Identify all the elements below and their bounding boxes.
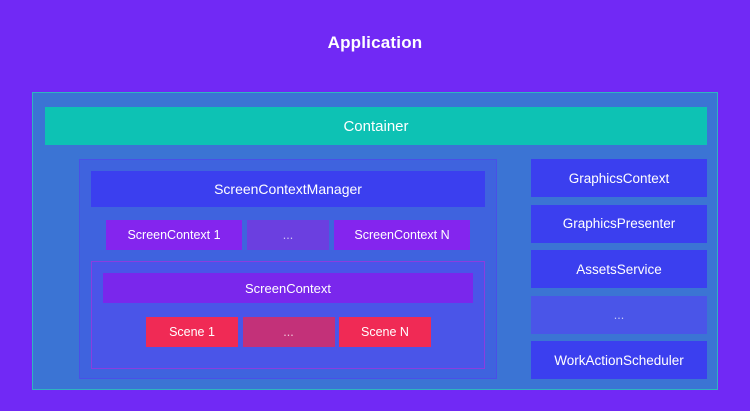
screen-context-manager-block: ScreenContextManager (91, 171, 485, 207)
screen-context-panel: ScreenContext Scene 1 ... Scene N (91, 261, 485, 369)
page-title: Application (327, 33, 423, 52)
scene-item-label: Scene 1 (169, 325, 215, 339)
screen-context-block: ScreenContext (103, 273, 473, 303)
scene-list: Scene 1 ... Scene N (146, 317, 431, 347)
service-graphics-context: GraphicsContext (531, 159, 707, 197)
screen-context-list: ScreenContext 1 ... ScreenContext N (106, 220, 470, 250)
service-label: AssetsService (576, 261, 662, 277)
scene-item-label: ... (283, 325, 294, 339)
screen-context-manager-panel: ScreenContextManager ScreenContext 1 ...… (79, 159, 497, 379)
service-assets-service: AssetsService (531, 250, 707, 288)
scene-item-label: Scene N (361, 325, 409, 339)
container-block: Container (45, 107, 707, 145)
screen-context-item-label: ... (282, 228, 294, 242)
application-panel: Container ScreenContextManager ScreenCon… (32, 92, 718, 390)
scene-item-ellipsis: ... (242, 317, 335, 347)
service-ellipsis: ... (531, 295, 707, 334)
screen-context-item-1: ScreenContext 1 (106, 220, 242, 250)
service-label: ... (613, 307, 625, 322)
scene-item-n: Scene N (339, 317, 431, 347)
scene-item-1: Scene 1 (146, 317, 238, 347)
screen-context-item-n: ScreenContext N (334, 220, 470, 250)
service-label: GraphicsPresenter (562, 216, 676, 231)
screen-context-label: ScreenContext (245, 280, 331, 296)
screen-context-item-label: ScreenContext N (354, 228, 450, 242)
container-label: Container (343, 117, 409, 135)
screen-context-manager-label: ScreenContextManager (214, 181, 362, 197)
screen-context-item-ellipsis: ... (247, 220, 329, 250)
services-column: GraphicsContext GraphicsPresenter Assets… (531, 159, 707, 379)
screen-context-item-label: ScreenContext 1 (127, 228, 221, 242)
service-graphics-presenter: GraphicsPresenter (531, 204, 707, 243)
service-work-action-scheduler: WorkActionScheduler (531, 341, 707, 379)
service-label: WorkActionScheduler (554, 352, 684, 368)
service-label: GraphicsContext (568, 170, 670, 186)
